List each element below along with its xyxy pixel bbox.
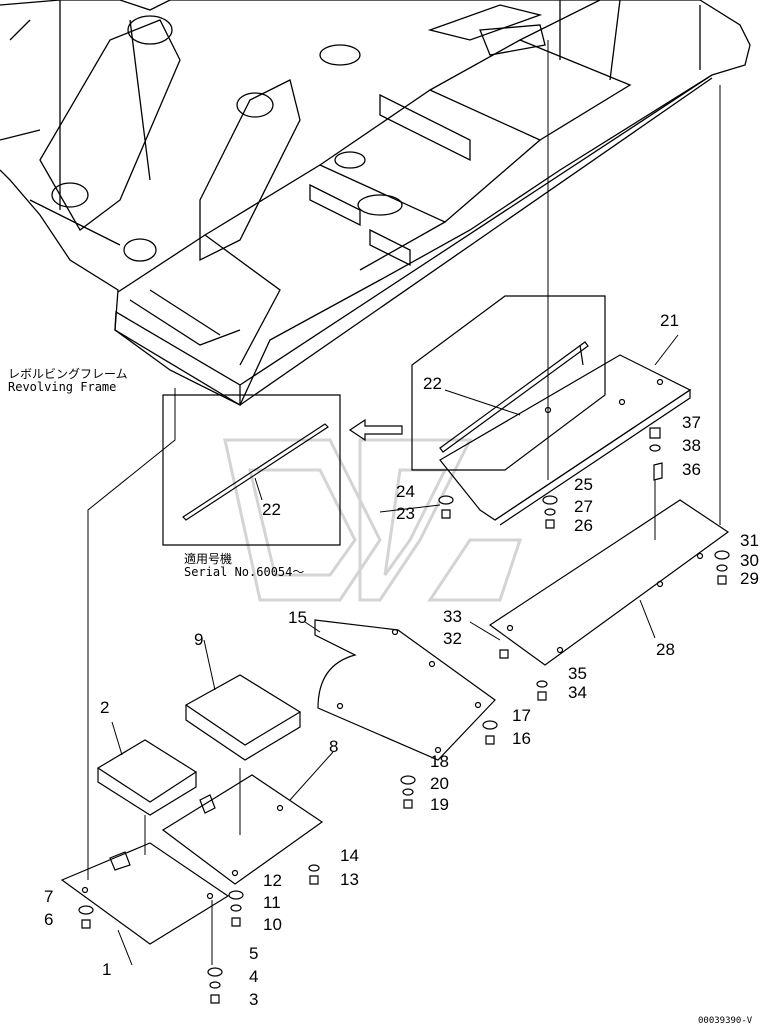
part-21-panel xyxy=(439,354,692,526)
callout-18: 18 xyxy=(430,752,449,771)
callout-28: 28 xyxy=(656,640,675,659)
inset-upper-frame xyxy=(411,295,606,471)
callout-4: 4 xyxy=(249,967,259,986)
callout-23: 23 xyxy=(396,504,415,523)
callout-25: 25 xyxy=(574,475,593,494)
callout-11: 11 xyxy=(263,893,281,912)
callout-31: 31 xyxy=(740,531,759,550)
callout-10: 10 xyxy=(263,915,282,934)
bottom-plates xyxy=(60,774,324,945)
callout-21: 21 xyxy=(660,311,679,330)
part-28-panel xyxy=(488,499,730,666)
callout-5: 5 xyxy=(249,944,259,963)
callout-7: 7 xyxy=(44,887,54,906)
callout-1: 1 xyxy=(102,960,112,979)
callout-17: 17 xyxy=(512,706,531,725)
serial-caption-jp: 適用号機 xyxy=(184,552,233,566)
callout-32: 32 xyxy=(443,629,462,648)
callout-34: 34 xyxy=(568,683,587,702)
arrow-outline xyxy=(348,418,403,442)
callout-19: 19 xyxy=(430,795,449,814)
part-15-panel xyxy=(314,619,496,761)
callout-12: 12 xyxy=(263,871,282,890)
callout-15: 15 xyxy=(288,608,307,627)
callout-33: 33 xyxy=(443,607,462,626)
callout-22-upper: 22 xyxy=(423,374,442,393)
callout-38: 38 xyxy=(682,436,701,455)
callout-27: 27 xyxy=(574,497,593,516)
frame-caption-en: Revolving Frame xyxy=(8,380,117,394)
callout-2: 2 xyxy=(100,698,110,717)
callout-26: 26 xyxy=(574,516,593,535)
pads xyxy=(96,674,302,816)
serial-caption-en: Serial No.60054～ xyxy=(184,565,305,579)
callout-9: 9 xyxy=(194,630,204,649)
drawing-code: 00039390-V xyxy=(698,1016,753,1026)
part-22-strips xyxy=(182,341,589,521)
leader-lines xyxy=(87,40,721,966)
revolving-frame xyxy=(0,0,751,407)
callout-6: 6 xyxy=(44,910,54,929)
callout-37: 37 xyxy=(682,413,701,432)
callout-22-lower: 22 xyxy=(262,500,281,519)
callout-20: 20 xyxy=(430,774,449,793)
callout-35: 35 xyxy=(568,664,587,683)
callout-8: 8 xyxy=(329,737,339,756)
callout-14: 14 xyxy=(340,846,359,865)
inset-serial-frame xyxy=(162,394,341,546)
inset-frames xyxy=(162,295,606,546)
callout-36: 36 xyxy=(682,460,701,479)
callout-24: 24 xyxy=(396,482,415,501)
callout-29: 29 xyxy=(740,569,759,588)
callout-16: 16 xyxy=(512,729,531,748)
frame-caption-jp: レボルビングフレーム xyxy=(8,367,128,381)
callout-3: 3 xyxy=(249,990,259,1009)
fasteners xyxy=(78,427,730,1004)
callout-13: 13 xyxy=(340,870,359,889)
callout-30: 30 xyxy=(740,551,759,570)
